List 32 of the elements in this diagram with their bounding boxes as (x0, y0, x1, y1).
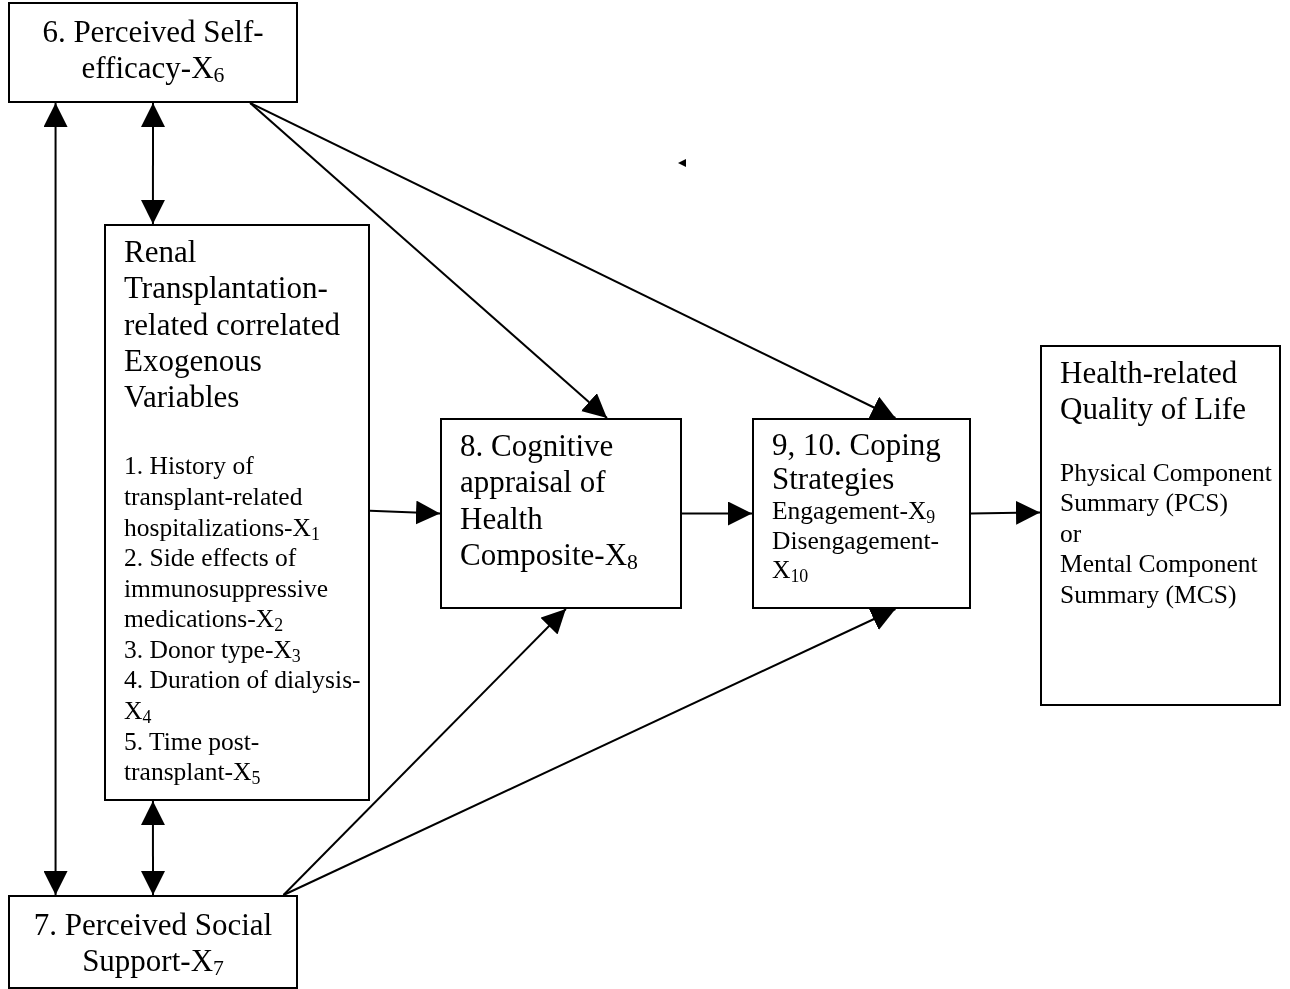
box-heading: Renal Transplantation-related correlated Exogenous Variables (124, 234, 341, 416)
box-heading: 8. Cognitive appraisal of Health Composite-X$_{8}$ (460, 428, 639, 574)
variable-text: Physical Component Summary (PCS) (1060, 457, 1273, 519)
arrow (43, 102, 68, 896)
arrow (140, 102, 165, 225)
arrow (282, 608, 897, 896)
box-heading: 7. Perceived Social Support-X$_{7}$ (32, 907, 274, 980)
box-heading: 6. Perceived Self-efficacy-X$_{6}$ (41, 14, 265, 87)
variable-box (440, 418, 682, 609)
variable-text: 1. History of transplant-related hospitalizations-X$_{1}$ (124, 451, 321, 544)
arrow (249, 102, 608, 419)
box-heading: Health-related Quality of Life (1060, 355, 1247, 428)
arrow (249, 102, 897, 419)
variable-box (1040, 345, 1281, 706)
variable-text: Engagement-X$_{9}$ (772, 496, 937, 526)
variable-box (104, 224, 370, 801)
variable-text: 3. Donor type-X$_{3}$ (124, 634, 302, 666)
arrow (369, 500, 441, 525)
variable-box (8, 2, 298, 103)
arrow (970, 500, 1041, 525)
variable-text: Mental Component Summary (MCS) (1060, 549, 1259, 611)
variable-text: Disengagement-X$_{10}$ (772, 525, 941, 585)
arrow (282, 608, 567, 896)
variable-text: 2. Side effects of immunosuppressive medications-X$_{2}$ (124, 543, 329, 635)
variable-text: or (1060, 518, 1083, 550)
variable-text: 4. Duration of dialysis-X$_{4}$ (124, 665, 362, 727)
box-heading: 9, 10. Coping Strategies (772, 428, 942, 497)
arrow (140, 800, 165, 896)
variable-box (752, 418, 971, 609)
arrow (681, 501, 753, 526)
variable-box (8, 895, 298, 989)
variable-text: 5. Time post-transplant-X$_{5}$ (124, 726, 262, 788)
